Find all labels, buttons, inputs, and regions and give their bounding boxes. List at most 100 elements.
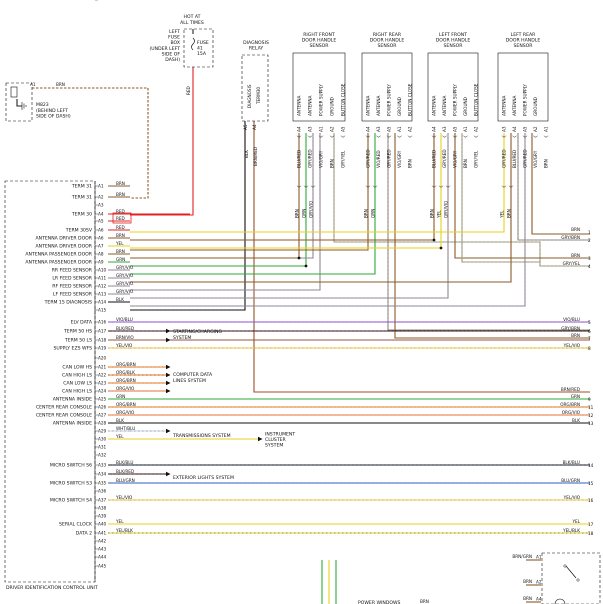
module-wire-label: YEL xyxy=(115,519,124,524)
sensor-bottom-wire-label: GRY/VIO xyxy=(309,200,314,218)
module-wire-label: BLK/RED xyxy=(116,469,134,474)
module-pin: A20 xyxy=(98,356,107,361)
relay-wire-label: BLK xyxy=(244,150,249,158)
module-pin: A14 xyxy=(98,300,107,305)
door-handle-sensor xyxy=(361,52,413,122)
module-pin: A31 xyxy=(98,445,107,450)
system-arrow-icon xyxy=(166,328,171,334)
sensor-bottom-wire-label: BRN xyxy=(295,209,300,218)
right-edge-number: 11 xyxy=(588,405,594,410)
sensor-wire-label: VIO/GRY xyxy=(319,150,324,168)
module-wire-label: BLK/BLU xyxy=(116,460,133,465)
right-edge-wire-label: GRY/BRN xyxy=(561,235,580,240)
lr-right-wire-2 xyxy=(517,133,590,241)
sensor-pin: A3 xyxy=(308,126,313,132)
sensor-pin-function: GROUND xyxy=(397,97,402,116)
sensor-pin-function: POWER SUPPLY xyxy=(387,84,392,116)
splice-dot xyxy=(432,238,436,242)
module-wire-label: YEL/VIO xyxy=(115,343,133,348)
module-pin: A6 xyxy=(98,228,104,233)
sensor-pin: A5 xyxy=(387,126,392,132)
module-pin-function: TERM 30 xyxy=(71,212,92,218)
ground-location: SIDE OF DASH) xyxy=(36,114,71,120)
module-wire-label: BRN xyxy=(116,233,125,238)
right-edge-number: 6 xyxy=(588,329,591,334)
lr-right-wire-2-stripe xyxy=(517,133,590,241)
system-arrow-icon xyxy=(166,388,171,394)
module-pin: A39 xyxy=(98,514,107,519)
module-wire-label: BLK xyxy=(116,297,124,302)
module-wire-label: YEL xyxy=(115,241,124,246)
system-label: INSTRUMENT xyxy=(265,431,295,437)
sensor-connector-mark xyxy=(533,135,538,138)
fuse-hot-label: HOT AT xyxy=(184,14,201,20)
right-edge-wire-label: BRN/RED xyxy=(561,387,580,392)
sensor-pin-function: ANTENNA xyxy=(366,96,371,116)
lr-yel-wire xyxy=(130,133,505,233)
rf-brn-wire xyxy=(130,133,300,259)
module-pin: A38 xyxy=(98,506,107,511)
module-pin: A40 xyxy=(98,522,107,527)
right-edge-number: 17 xyxy=(588,522,594,527)
right-edge-number: 9 xyxy=(588,397,591,402)
module-wire-label: BLK xyxy=(116,418,124,423)
right-edge-wire-label: YEL/VIO xyxy=(563,343,581,348)
module-pin: A46 xyxy=(98,0,107,1)
module-wire-label: RED xyxy=(116,209,125,214)
sensor-pin-function: BUTTON CLOSE xyxy=(408,83,413,116)
module-wire-label: BRN/VIO xyxy=(116,335,134,340)
sensor-wire-label: VIO/RED xyxy=(376,150,381,168)
power-window-outline xyxy=(541,552,601,604)
sensor-pin: A4 xyxy=(366,126,371,132)
sensor-pin-function: GROUND xyxy=(330,97,335,116)
sensor-pin-function: ANTENNA xyxy=(502,96,507,116)
sensor-title: LEFT FRONT xyxy=(439,32,467,38)
sensor-connector-mark xyxy=(543,135,549,138)
sensor-wire-label: BRN xyxy=(544,159,549,168)
sensor-bottom-wire-label: BRN xyxy=(430,209,435,218)
switch-contact-icon xyxy=(576,578,580,582)
right-edge-wire-label: BLU/GRN xyxy=(561,478,580,483)
sensor-wire-label: BRN xyxy=(408,159,413,168)
sensor-wire-label: GRY/RED xyxy=(387,149,392,168)
sensor-connector-mark xyxy=(365,135,371,138)
module-wire-label: ORG/BRN xyxy=(116,378,136,383)
module-wire-label: BLU/GRN xyxy=(116,478,135,483)
right-edge-number: 2 xyxy=(588,238,591,243)
rr-right-wire-2 xyxy=(394,133,590,339)
sensor-title: DOOR HANDLE xyxy=(370,38,405,44)
module-pin: A34 xyxy=(98,472,107,477)
module-wire-label: YEL xyxy=(115,434,124,439)
sensor-pin: A5 xyxy=(341,126,346,132)
module-pin: A9 xyxy=(98,260,104,265)
sensor-wire-label: GRY/RED xyxy=(366,149,371,168)
relay-wire-label: BRN/RED xyxy=(253,147,258,166)
sensor-pin-function: POWER SUPPLY xyxy=(453,84,458,116)
rr-right-wire-stripe xyxy=(387,133,590,331)
module-pin: A11 xyxy=(98,276,107,281)
relay-pin: A5 xyxy=(243,124,248,130)
inline-connector-mark xyxy=(365,185,371,188)
module-pin-function: ANTENNA DRIVER DOOR xyxy=(35,244,92,250)
module-pin-function: SUPPLY EZS WFS xyxy=(54,346,93,352)
rf-feed-wire-stripe xyxy=(130,133,321,291)
module-pin-function: ANTENNA PASSENGER DOOR xyxy=(25,260,92,266)
sensor-connector-mark xyxy=(473,135,479,138)
module-pin: A33 xyxy=(98,463,107,468)
sensor-wire-label: GRY/RED xyxy=(502,149,507,168)
module-pin-function: CAN HIGH LS xyxy=(62,389,92,395)
system-label: COMPUTER DATA xyxy=(173,372,213,378)
module-pin: A15 xyxy=(98,308,107,313)
lr-feed-wire-stripe xyxy=(130,133,526,307)
right-edge-number: 14 xyxy=(588,463,594,468)
inline-connector-mark xyxy=(501,185,507,188)
sensor-pin-function: POWER SUPPLY xyxy=(523,84,528,116)
system-label: SYSTEM xyxy=(265,443,283,449)
power-window-wire-label: BRN xyxy=(523,596,532,601)
door-handle-sensor xyxy=(427,52,479,122)
sensor-wire-label: BRN xyxy=(463,159,468,168)
module-pin-function: CENTER REAR CONSOLE xyxy=(36,405,92,411)
sensor-title: SENSOR xyxy=(310,43,330,49)
power-windows-wire-label: BRN xyxy=(420,599,429,604)
sensor-pin: A2 xyxy=(408,126,413,132)
